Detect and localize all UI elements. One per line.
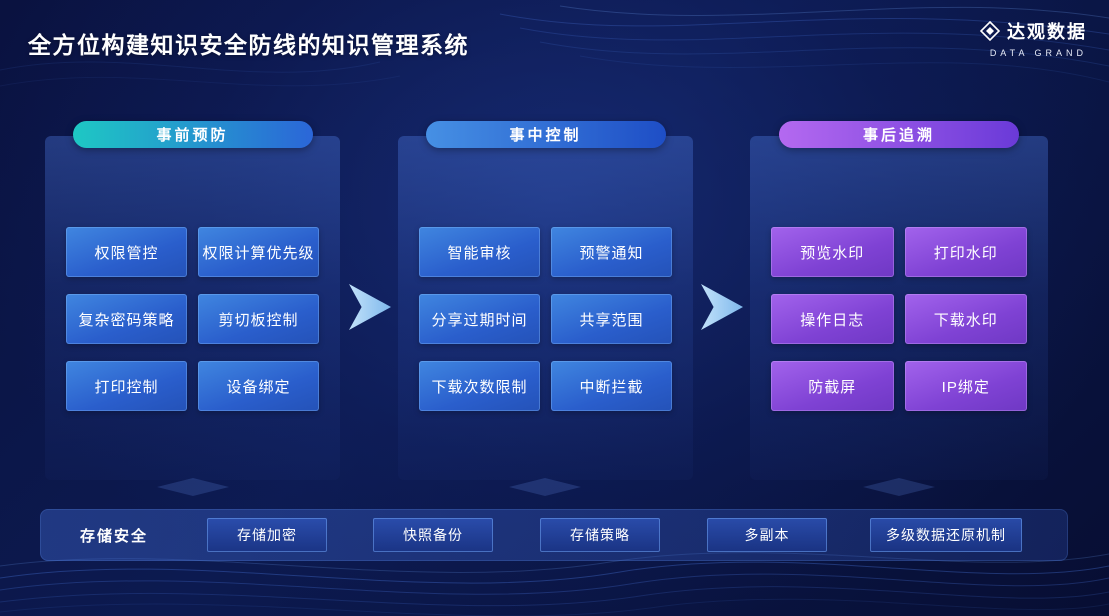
panel-trace: 事后追溯 预览水印 打印水印 操作日志 下载水印 防截屏 IP绑定 xyxy=(750,121,1048,480)
reflection-diamond xyxy=(509,478,581,496)
feature-box: 复杂密码策略 xyxy=(66,294,187,344)
feature-box: 预警通知 xyxy=(551,227,672,277)
feature-box: 分享过期时间 xyxy=(419,294,540,344)
storage-box: 快照备份 xyxy=(373,518,493,552)
feature-box: 设备绑定 xyxy=(198,361,319,411)
pill-prevention: 事前预防 xyxy=(72,121,313,148)
storage-box: 存储加密 xyxy=(207,518,327,552)
feature-box: IP绑定 xyxy=(904,361,1027,411)
feature-box: 下载水印 xyxy=(904,294,1027,344)
feature-box: 下载次数限制 xyxy=(419,361,540,411)
reflection-diamond xyxy=(157,478,229,496)
page-title: 全方位构建知识安全防线的知识管理系统 xyxy=(28,32,469,58)
feature-box: 智能审核 xyxy=(419,227,540,277)
feature-box: 操作日志 xyxy=(771,294,894,344)
panel-control: 事中控制 智能审核 预警通知 分享过期时间 共享范围 下载次数限制 中断拦截 xyxy=(398,121,693,480)
pill-trace: 事后追溯 xyxy=(779,121,1019,148)
trace-grid: 预览水印 打印水印 操作日志 下载水印 防截屏 IP绑定 xyxy=(750,227,1048,411)
feature-box: 剪切板控制 xyxy=(198,294,319,344)
reflection-diamond xyxy=(863,478,935,496)
feature-box: 打印水印 xyxy=(904,227,1027,277)
feature-box: 防截屏 xyxy=(771,361,894,411)
datagrand-logo-icon xyxy=(980,21,1000,41)
feature-box: 中断拦截 xyxy=(551,361,672,411)
arrow-right-icon xyxy=(701,284,743,330)
control-grid: 智能审核 预警通知 分享过期时间 共享范围 下载次数限制 中断拦截 xyxy=(398,227,693,411)
brand-logo: 达观数据 DATA GRAND xyxy=(980,18,1087,58)
feature-box: 权限计算优先级 xyxy=(198,227,319,277)
pill-control: 事中控制 xyxy=(425,121,666,148)
feature-box: 打印控制 xyxy=(66,361,187,411)
brand-name: 达观数据 xyxy=(1007,22,1087,42)
storage-label: 存储安全 xyxy=(80,527,149,545)
feature-box: 预览水印 xyxy=(771,227,894,277)
prevention-grid: 权限管控 权限计算优先级 复杂密码策略 剪切板控制 打印控制 设备绑定 xyxy=(45,227,340,411)
panel-prevention: 事前预防 权限管控 权限计算优先级 复杂密码策略 剪切板控制 打印控制 设备绑定 xyxy=(45,121,340,480)
feature-box: 共享范围 xyxy=(551,294,672,344)
feature-box: 权限管控 xyxy=(66,227,187,277)
arrow-right-icon xyxy=(349,284,391,330)
storage-box: 多副本 xyxy=(707,518,827,552)
storage-box: 存储策略 xyxy=(540,518,660,552)
brand-subtitle: DATA GRAND xyxy=(989,48,1087,58)
storage-bar: 存储安全 存储加密 快照备份 存储策略 多副本 多级数据还原机制 xyxy=(40,509,1068,561)
storage-box: 多级数据还原机制 xyxy=(870,518,1022,552)
